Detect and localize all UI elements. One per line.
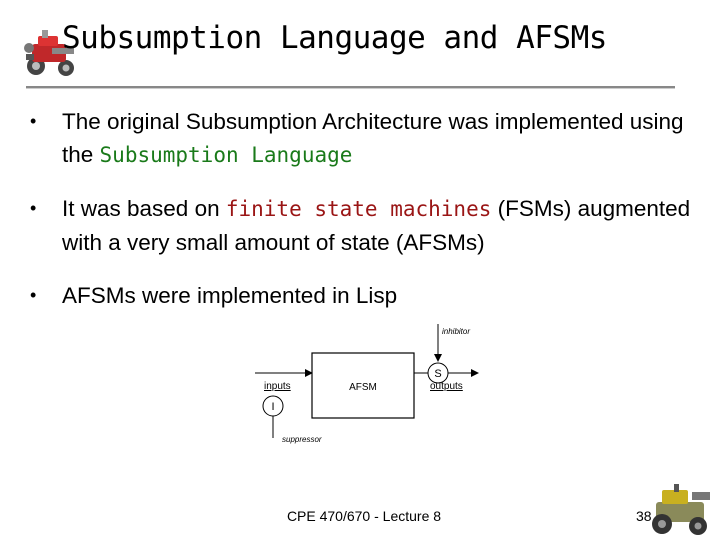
bullet-item: • AFSMs were implemented in Lisp	[30, 279, 700, 312]
afsm-diagram: inputs AFSM S outputs inhibitor I suppre…	[255, 324, 479, 444]
page-title: Subsumption Language and AFSMs	[62, 20, 607, 56]
s-node	[427, 362, 449, 384]
outputs-label: outputs	[430, 381, 463, 392]
bullet-highlight: Subsumption Language	[99, 143, 353, 167]
inhibitor-label: inhibitor	[442, 327, 470, 336]
bullet-list: • The original Subsumption Architecture …	[30, 105, 700, 332]
bullet-symbol: •	[30, 198, 37, 218]
bullet-text: AFSMs were implemented in Lisp	[62, 283, 398, 308]
bullet-item: • The original Subsumption Architecture …	[30, 105, 700, 172]
bullet-text: It was based on	[62, 196, 226, 221]
bullet-text: The original Subsumption Architecture wa…	[62, 109, 684, 167]
s-node-label: S	[434, 368, 441, 380]
bullet-highlight: finite state machines	[225, 197, 492, 221]
bullet-item: • It was based on finite state machines …	[30, 192, 700, 259]
bullet-text-end: (FSMs) augmented with a very small amoun…	[62, 196, 691, 255]
afsm-label: AFSM	[349, 382, 377, 393]
suppressor-label: suppressor	[282, 435, 322, 444]
footer: CPE 470/670 - Lecture 8	[0, 508, 720, 524]
title-divider	[26, 86, 675, 88]
bullet-symbol: •	[30, 111, 37, 131]
i-node	[262, 395, 284, 417]
footer-text: CPE 470/670 - Lecture 8	[286, 508, 442, 524]
i-node-label: I	[271, 401, 274, 413]
inputs-label: inputs	[264, 381, 291, 392]
robot-icon	[652, 484, 710, 535]
robot-icon	[24, 30, 74, 76]
bullet-symbol: •	[30, 285, 37, 305]
page-number: 38	[636, 508, 652, 524]
afsm-box	[311, 352, 415, 419]
